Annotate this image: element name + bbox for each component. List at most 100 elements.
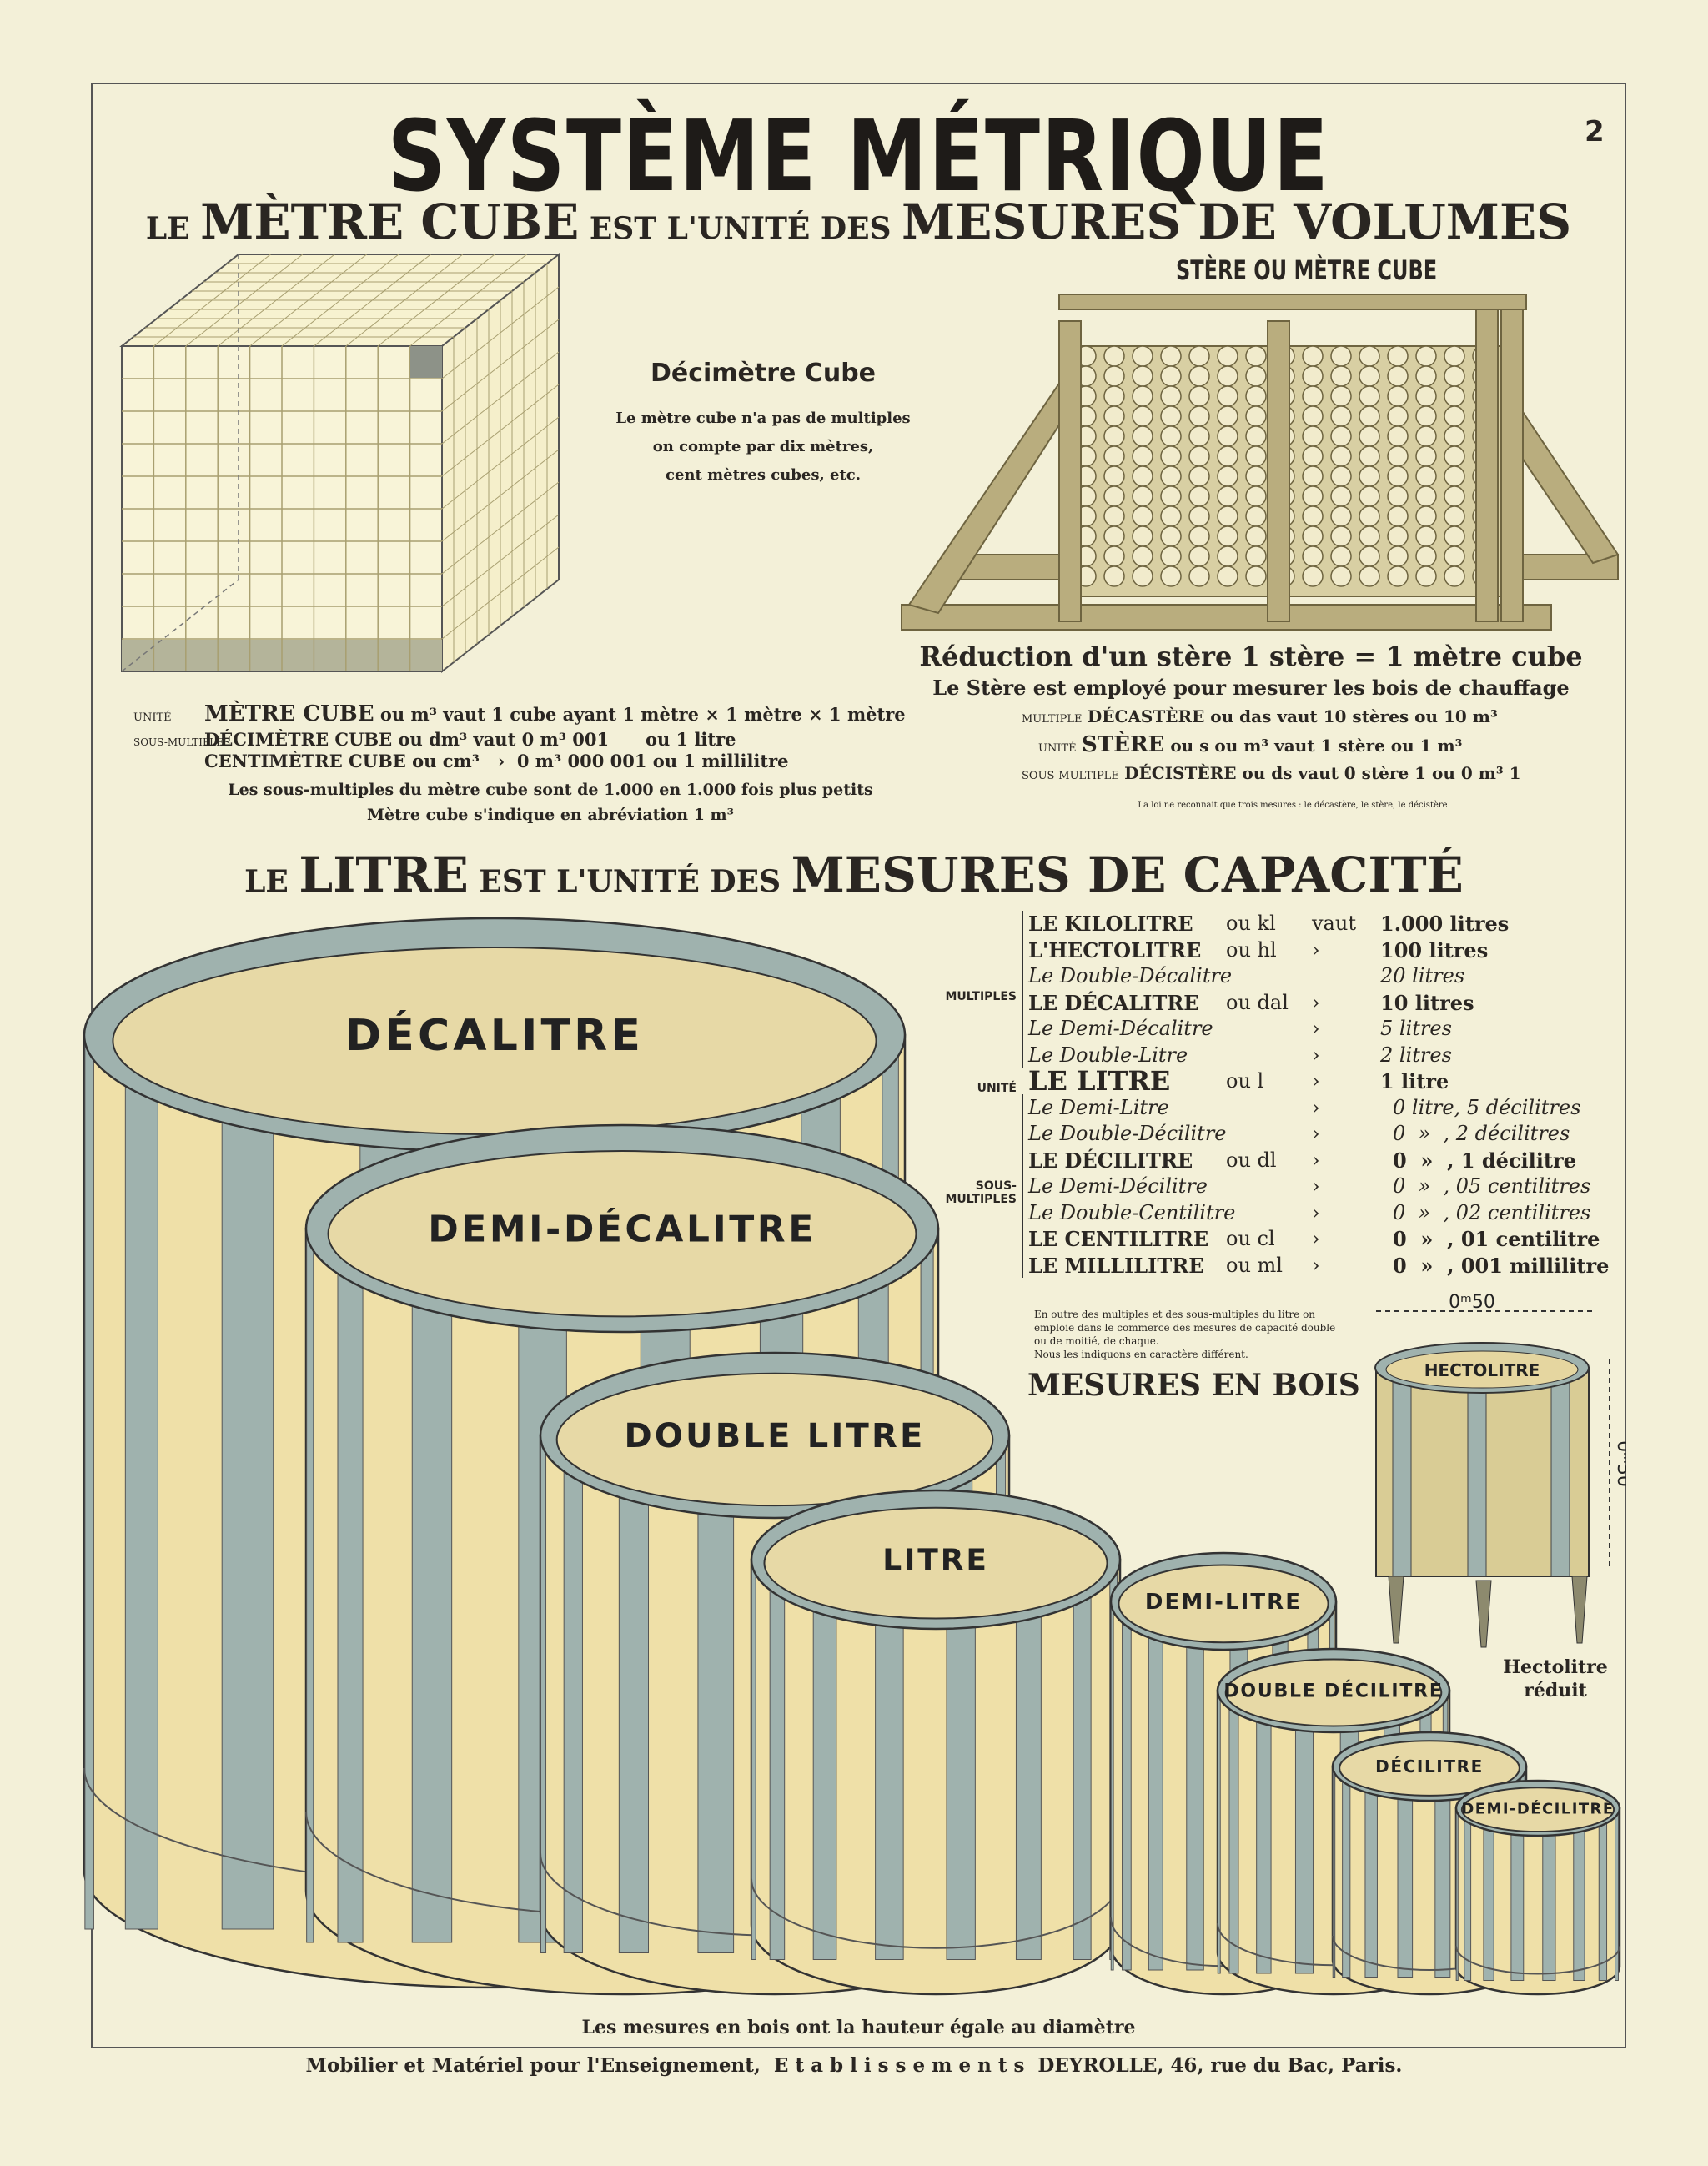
barrel-label: DEMI-DÉCALITRE	[428, 1206, 816, 1250]
unit-sep: ›	[1312, 1174, 1320, 1198]
heading-part: MÈTRE CUBE	[200, 193, 580, 250]
unit-sep: vaut	[1312, 912, 1356, 935]
unit-sep: ›	[1312, 1043, 1320, 1067]
upright-post	[1267, 320, 1290, 622]
row-name: MÈTRE CUBE	[204, 701, 374, 726]
iron-band	[124, 1034, 158, 1930]
iron-band	[1392, 1371, 1412, 1577]
iron-band	[1110, 1601, 1114, 1971]
hoop-line	[751, 1878, 1121, 1949]
iron-band	[84, 1034, 94, 1930]
unit-value: 2 litres	[1380, 1043, 1452, 1067]
log-end	[1359, 565, 1380, 587]
barrel-label: DÉCALITRE	[345, 1010, 644, 1061]
upright-post	[1058, 320, 1082, 622]
hectolitre-label: HECTOLITRE	[1424, 1360, 1540, 1380]
unit-name: Le Demi-Litre	[1028, 1095, 1169, 1119]
unit-name: L'HECTOLITRE	[1028, 937, 1202, 962]
iron-band	[1464, 1807, 1472, 1981]
note-line: Le mètre cube n'a pas de multiples	[615, 410, 911, 427]
unit-abbr: ou dal	[1226, 990, 1289, 1014]
row-group: MULTIPLE	[1022, 713, 1083, 726]
row-text: ou s ou m³ vaut 1 stère ou 1 m³	[1164, 736, 1463, 756]
unit-name: LE DÉCALITRE	[1028, 990, 1199, 1015]
width-label: 0ᵐ50	[1449, 1293, 1495, 1313]
unit-value: 0 » , 2 décilitres	[1393, 1122, 1570, 1145]
unit-value: 0 » , 05 centilitres	[1393, 1174, 1591, 1198]
caption-line: réduit	[1524, 1680, 1587, 1701]
upright-post	[1500, 304, 1524, 622]
stere-usage: Le Stère est employé pour mesurer les bo…	[932, 676, 1570, 700]
unit-abbr: ou cl	[1226, 1227, 1275, 1250]
iron-band	[1332, 1766, 1336, 1978]
unit-sep: ›	[1312, 1148, 1320, 1172]
row-name: CENTIMÈTRE CUBE	[204, 751, 406, 771]
note-line: on compte par dix mètres,	[652, 438, 874, 455]
top-beam	[1058, 294, 1527, 310]
unit-sep: ›	[1312, 1227, 1320, 1250]
unit-name: Le Demi-Décilitre	[1028, 1174, 1208, 1198]
iron-band	[1483, 1807, 1494, 1981]
log-end	[1330, 565, 1352, 587]
iron-band	[618, 1435, 650, 1953]
unit-sep: ›	[1312, 937, 1320, 962]
log-end	[1188, 565, 1210, 587]
grid-line	[345, 254, 464, 347]
unit-value: 10 litres	[1380, 990, 1474, 1015]
heading-part: EST L'UNITÉ DES	[468, 864, 791, 899]
barrel: DEMI-DÉCILITRE	[1454, 1779, 1621, 1996]
barrel: LITRE	[750, 1489, 1122, 1996]
unit-name: Le Demi-Décalitre	[1028, 1017, 1213, 1040]
stere-law: La loi ne reconnait que trois mesures : …	[1138, 801, 1448, 810]
row-text: ou cm³ › 0 m³ 000 001 ou 1 millilitre	[405, 751, 789, 771]
iron-band	[1573, 1807, 1585, 1981]
log-end	[1217, 565, 1238, 587]
unit-name: LE CENTILITRE	[1028, 1227, 1209, 1251]
unit-sep: ›	[1312, 1200, 1320, 1224]
hectolitre-leg	[1388, 1576, 1404, 1644]
decimetre-cube-title: Décimètre Cube	[650, 359, 877, 388]
hoop-line	[1455, 1946, 1620, 1975]
iron-band	[1598, 1807, 1608, 1981]
iron-band	[221, 1034, 274, 1930]
note-line: Mètre cube s'indique en abréviation 1 m³	[367, 806, 734, 824]
iron-band	[1467, 1371, 1487, 1577]
metre-cube-illustration	[119, 252, 561, 674]
unit-value: 0 » , 1 décilitre	[1393, 1148, 1576, 1173]
barrel-label: DEMI-DÉCILITRE	[1461, 1799, 1614, 1817]
litre-note: En outre des multiples et des sous-multi…	[1034, 1308, 1384, 1361]
unit-name: Le Double-Litre	[1028, 1043, 1188, 1067]
iron-band	[751, 1559, 756, 1960]
barrel-interior	[1339, 1740, 1520, 1797]
unit-value: 0 » , 01 centilitre	[1393, 1227, 1600, 1251]
grid-line	[314, 254, 431, 347]
iron-band	[697, 1435, 735, 1953]
grid-line	[441, 449, 560, 542]
hectolitre-interior	[1385, 1350, 1579, 1389]
height-label: 0ᵐ50	[1613, 1440, 1626, 1487]
unit-value: 1.000 litres	[1380, 912, 1510, 936]
row-text: ou das vaut 10 stères ou 10 m³	[1204, 706, 1498, 726]
note-line: ou de moitié, de chaque.	[1034, 1335, 1159, 1347]
hectolitre-leg	[1571, 1576, 1588, 1644]
unit-sep: ›	[1312, 1122, 1320, 1145]
unit-name: LE KILOLITRE	[1028, 912, 1193, 936]
hidden-edge	[121, 579, 239, 672]
iron-band	[337, 1228, 364, 1943]
grid-line	[441, 514, 560, 607]
stere-illustration	[901, 294, 1620, 631]
unit-sep: ›	[1312, 1069, 1320, 1093]
barrel-label: DEMI-LITRE	[1145, 1590, 1302, 1615]
unit-value: 5 litres	[1380, 1017, 1452, 1040]
grid-line	[409, 254, 527, 347]
iron-band	[812, 1559, 837, 1960]
hectolitre-caption: Hectolitre réduit	[1493, 1656, 1618, 1702]
log-end	[1160, 565, 1182, 587]
row-name: DÉCISTÈRE	[1124, 763, 1237, 783]
iron-band	[769, 1559, 786, 1960]
stere-rows: MULTIPLE DÉCASTÈRE ou das vaut 10 stères…	[1022, 702, 1521, 787]
iron-band	[1256, 1690, 1272, 1974]
iron-band	[1186, 1601, 1204, 1971]
unit-name: Le Double-Décalitre	[1028, 964, 1233, 988]
